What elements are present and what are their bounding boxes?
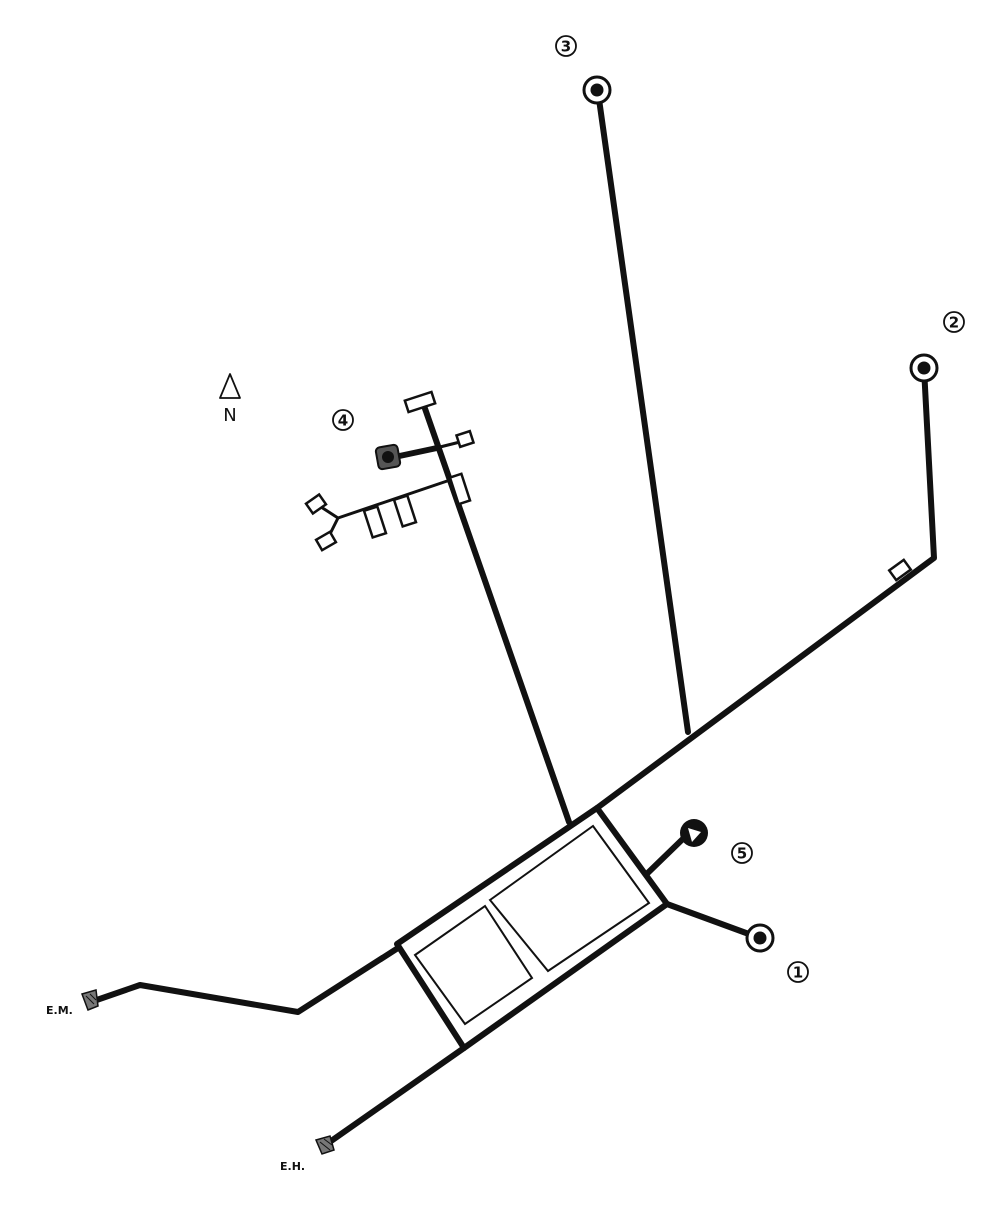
site4-tank-a [362, 504, 388, 540]
branch-line-4 [419, 397, 572, 825]
site-5-icon [680, 819, 708, 847]
well-2-icon [909, 353, 939, 383]
well-4-icon [374, 443, 402, 471]
marker-4: 4 [332, 409, 354, 431]
marker-1: 1 [787, 961, 809, 983]
eh-endpoint-icon [314, 1135, 335, 1155]
marker-5: 5 [731, 842, 753, 864]
line-to-em [85, 945, 401, 1015]
branch-line-1 [664, 901, 760, 940]
marker-5-text: 5 [737, 845, 747, 863]
north-arrow-icon [219, 373, 241, 399]
site4-side-tank [454, 429, 476, 449]
site4-fork-tank-a [304, 492, 328, 516]
marker-3: 3 [555, 35, 577, 57]
well-1-icon [745, 923, 775, 953]
trunk-valve-box [887, 558, 913, 582]
marker-1-text: 1 [793, 964, 803, 982]
em-endpoint-icon [81, 989, 99, 1011]
marker-3-text: 3 [561, 38, 571, 56]
em-label: E.M. [46, 1004, 73, 1017]
line-to-eh [321, 1045, 467, 1149]
marker-2-text: 2 [949, 314, 959, 332]
marker-2: 2 [943, 311, 965, 333]
north-label: N [223, 405, 236, 426]
main-trunk-line [594, 365, 937, 811]
eh-label: E.H. [280, 1160, 305, 1173]
site4-fork-tank-b [314, 530, 338, 552]
site4-top-tank [403, 390, 437, 414]
site4-tank-b [392, 493, 418, 529]
marker-4-text: 4 [338, 412, 348, 430]
treatment-building [394, 805, 670, 1051]
well-3-icon [582, 75, 612, 105]
site4-vertical-tank [448, 472, 472, 506]
branch-line-3 [595, 89, 691, 735]
